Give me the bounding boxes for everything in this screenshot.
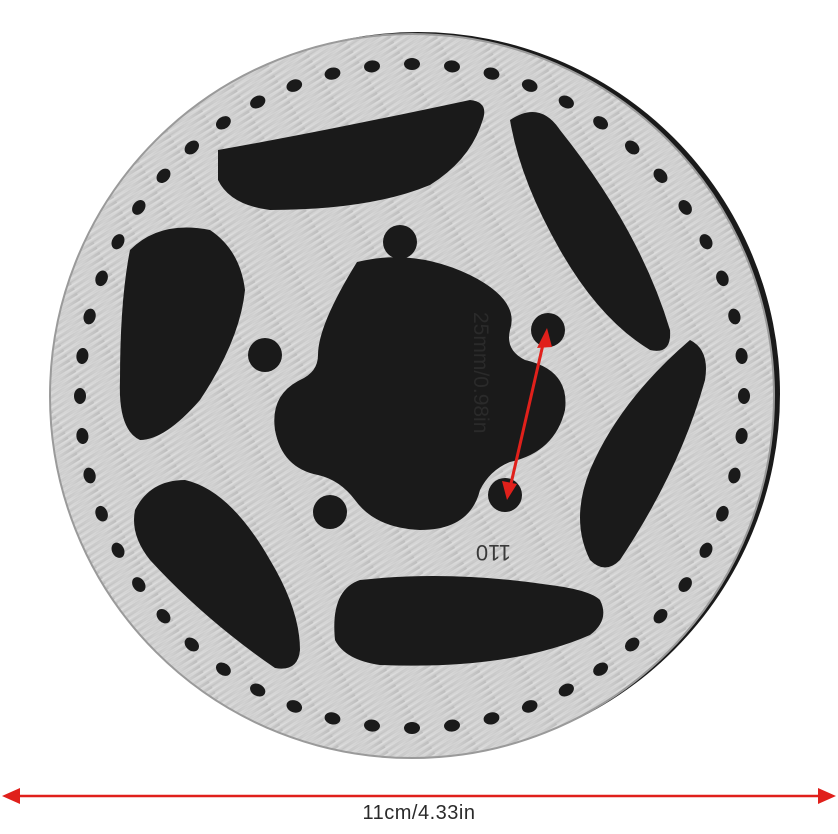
bolt-spacing-label: 25mm/0.98in — [469, 312, 492, 433]
bolt-spacing-arrow — [502, 328, 552, 500]
width-arrow — [2, 788, 836, 804]
disc-outer-rim — [49, 33, 775, 759]
disc-stamp: 110 — [476, 540, 511, 565]
overall-width-label: 11cm/4.33in — [362, 802, 476, 824]
